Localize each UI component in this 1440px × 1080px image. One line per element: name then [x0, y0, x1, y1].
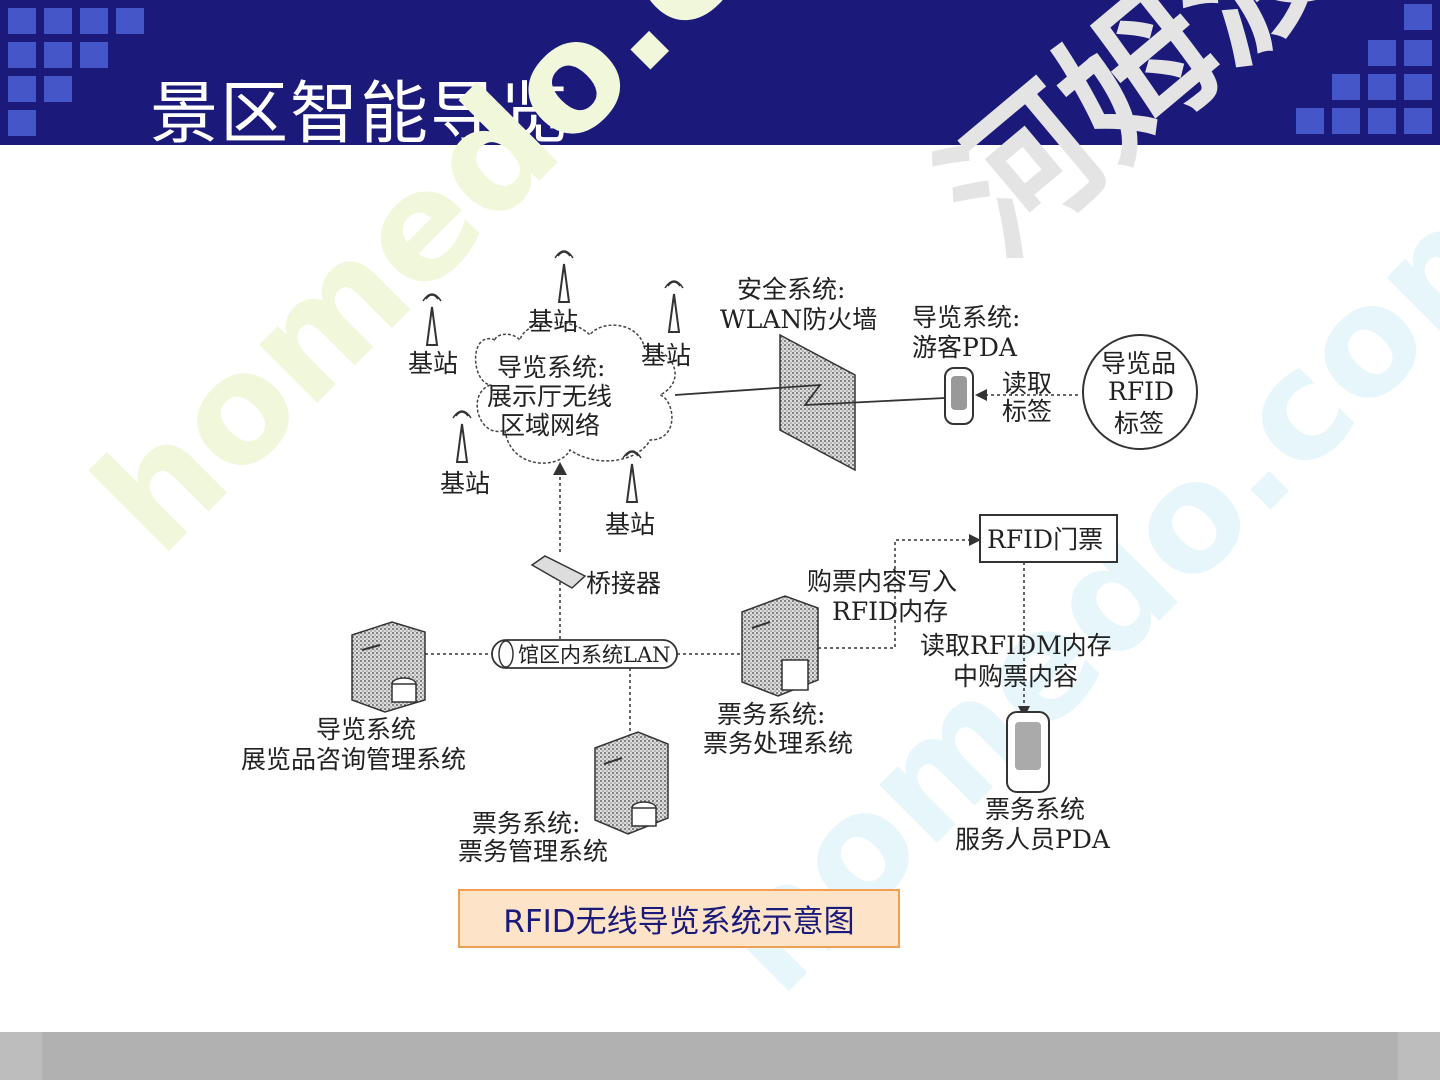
- header-square: [8, 110, 36, 136]
- header-square: [44, 76, 72, 102]
- rfid-tag-label-line: RFID: [1108, 377, 1174, 406]
- slide-footer: [0, 1032, 1440, 1080]
- header-square: [1296, 108, 1324, 134]
- read-tag-label-line: 读取: [1002, 369, 1052, 398]
- header-square: [8, 8, 36, 34]
- ticket-mgmt-label-line: 票务管理系统: [458, 837, 608, 866]
- firewall-icon: [779, 333, 856, 472]
- header-square: [1404, 40, 1432, 66]
- header-square: [8, 76, 36, 102]
- base-station-label: 基站: [408, 349, 458, 378]
- ticket-processing-server-icon: [741, 595, 819, 697]
- rfid-tag-label-line: 标签: [1114, 409, 1164, 438]
- wireless-link: [674, 383, 946, 406]
- header-square: [8, 42, 36, 68]
- slide-title: 景区智能导览: [150, 75, 571, 145]
- visitor-pda-screen: [951, 376, 967, 410]
- base-station-label: 基站: [440, 469, 490, 498]
- guide-server-label-line: 展览品咨询管理系统: [241, 745, 466, 774]
- guide-server-label-line: 导览系统: [316, 715, 416, 744]
- base-station-label: 基站: [528, 307, 578, 336]
- wireless-network-cloud: [474, 321, 676, 464]
- header-square: [80, 8, 108, 34]
- bridge-label: 桥接器: [586, 569, 661, 598]
- read-tag-label-line: 标签: [1002, 397, 1052, 426]
- ticket-proc-label-line: 票务系统:: [717, 700, 825, 729]
- firewall-label-line: 安全系统:: [737, 275, 845, 304]
- ticket-mgmt-label-line: 票务系统:: [472, 809, 580, 838]
- cloud-label-line: 导览系统:: [497, 353, 605, 382]
- base-station-icon: [622, 450, 642, 503]
- lan-label: 馆区内系统LAN: [518, 643, 671, 667]
- header-square: [1332, 108, 1360, 134]
- footer-bar: [42, 1032, 1398, 1080]
- staff-pda-label-line: 票务系统: [985, 795, 1085, 824]
- staff-pda-screen: [1015, 722, 1041, 770]
- header-square: [1404, 4, 1432, 30]
- base-station-icon: [452, 410, 472, 463]
- visitor-pda-label-line: 导览系统:: [912, 303, 1020, 332]
- base-station-label: 基站: [605, 510, 655, 539]
- arrow-up-icon: [553, 462, 567, 475]
- header-square: [44, 42, 72, 68]
- cloud-label-line: 展示厅无线: [487, 382, 612, 411]
- write-ticket-arrow: [818, 534, 981, 649]
- header-square: [1368, 40, 1396, 66]
- write-label-line: RFID内存: [832, 597, 948, 626]
- read-ticket-label-line: 中购票内容: [953, 662, 1078, 691]
- header-square: [1332, 74, 1360, 100]
- base-station-icon: [664, 280, 684, 333]
- base-station-icon: [554, 250, 574, 303]
- ticket-management-server-icon: [594, 731, 669, 835]
- rfid-ticket-label: RFID门票: [987, 525, 1103, 554]
- firewall-label-line: WLAN防火墙: [720, 305, 877, 334]
- visitor-pda-label-line: 游客PDA: [912, 333, 1018, 362]
- header-square: [44, 8, 72, 34]
- slide-header: 景区智能导览: [0, 0, 1440, 145]
- diagram-caption: RFID无线导览系统示意图: [458, 889, 900, 948]
- header-square: [1368, 74, 1396, 100]
- header-square: [80, 42, 108, 68]
- staff-pda-label-line: 服务人员PDA: [955, 825, 1111, 854]
- header-square: [1368, 108, 1396, 134]
- header-square: [1404, 108, 1432, 134]
- base-station-label: 基站: [641, 341, 691, 370]
- rfid-tag-circle: [1082, 334, 1198, 450]
- base-station-icon: [422, 293, 442, 346]
- guide-server-icon: [351, 621, 426, 713]
- header-square: [1404, 74, 1432, 100]
- header-square: [116, 8, 144, 34]
- cloud-label-line: 区域网络: [500, 411, 600, 440]
- rfid-tag-label-line: 导览品: [1101, 349, 1176, 378]
- write-label-line: 购票内容写入: [807, 567, 957, 596]
- rfid-ticket-box: [979, 514, 1118, 563]
- lan-pipe-end: [498, 640, 514, 668]
- ticket-proc-label-line: 票务处理系统: [703, 729, 853, 758]
- read-ticket-label-line: 读取RFIDM内存: [920, 631, 1112, 660]
- bridge-icon: [530, 555, 587, 589]
